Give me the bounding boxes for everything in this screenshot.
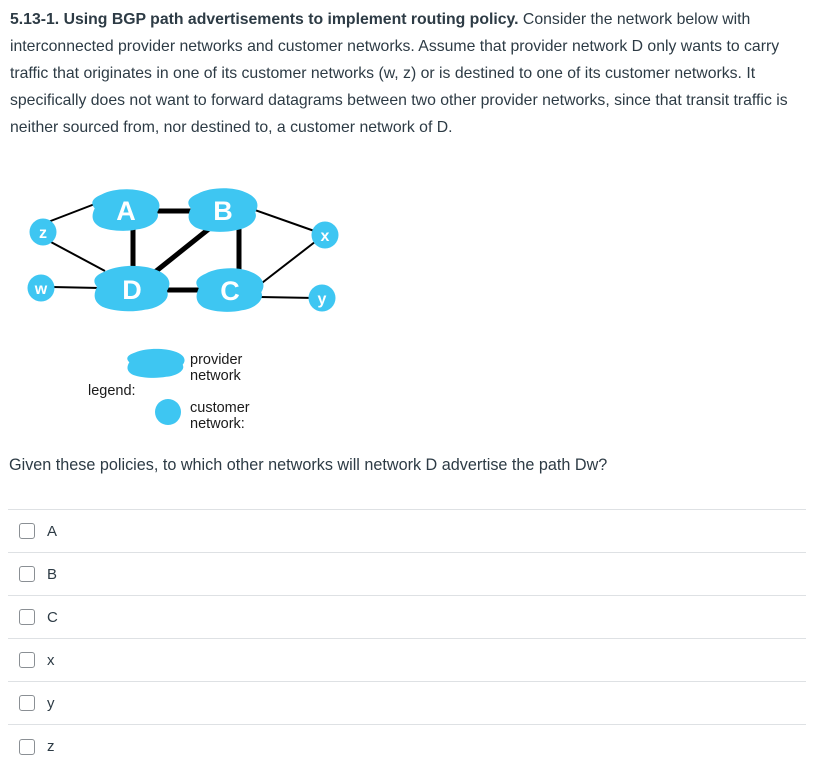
customer-node-y [308,284,336,312]
customer-node-w [27,274,55,302]
question-stem: 5.13-1. Using BGP path advertisements to… [10,6,800,141]
option-checkbox-C[interactable] [19,609,35,625]
edges-thick [130,208,242,293]
option-checkbox-y[interactable] [19,695,35,711]
edge-C-x [257,237,321,287]
provider-network-swatch [127,348,185,378]
node-label-z: z [39,225,47,242]
option-row-B[interactable]: B [8,553,806,596]
option-checkbox-x[interactable] [19,652,35,668]
option-label-B[interactable]: B [47,565,58,583]
legend-customer-label: customer network: [190,400,250,432]
option-row-z[interactable]: z [8,725,806,768]
edge-w-D [51,286,101,289]
option-row-x[interactable]: x [8,639,806,682]
node-label-w: w [34,281,48,298]
edge-z-A [47,201,101,223]
legend-title: legend: [88,383,136,399]
option-label-z[interactable]: z [47,738,55,755]
option-checkbox-A[interactable] [19,523,35,539]
option-row-y[interactable]: y [8,682,806,725]
edge-B-x [251,208,321,234]
option-label-x[interactable]: x [47,651,55,669]
node-label-x: x [321,228,330,245]
customer-node-x [311,221,339,249]
customer-node-z [29,218,57,246]
node-label-D: D [122,275,142,305]
option-label-A[interactable]: A [47,522,58,540]
option-label-y[interactable]: y [47,694,55,712]
customer-network-swatch [155,399,181,425]
node-label-A: A [116,196,136,226]
option-checkbox-B[interactable] [19,566,35,582]
option-row-A[interactable]: A [8,510,806,553]
answer-options: A B C x y z [8,509,806,768]
question-stem-body: Consider the network below with intercon… [10,11,788,136]
node-label-C: C [220,276,240,306]
option-checkbox-z[interactable] [19,738,35,755]
node-label-B: B [213,196,233,226]
option-row-C[interactable]: C [8,596,806,639]
legend-provider-label: provider network [190,352,243,384]
edge-z-D [48,240,106,272]
network-diagram: A B D C z w x y [27,188,339,312]
option-label-C[interactable]: C [47,608,58,626]
node-label-y: y [318,291,327,308]
question-stem-title: 5.13-1. Using BGP path advertisements to… [10,11,519,28]
question-text: Given these policies, to which other net… [9,456,608,474]
edge-D-B [148,226,212,278]
edges-thin [47,201,321,299]
edge-C-y [259,296,316,299]
